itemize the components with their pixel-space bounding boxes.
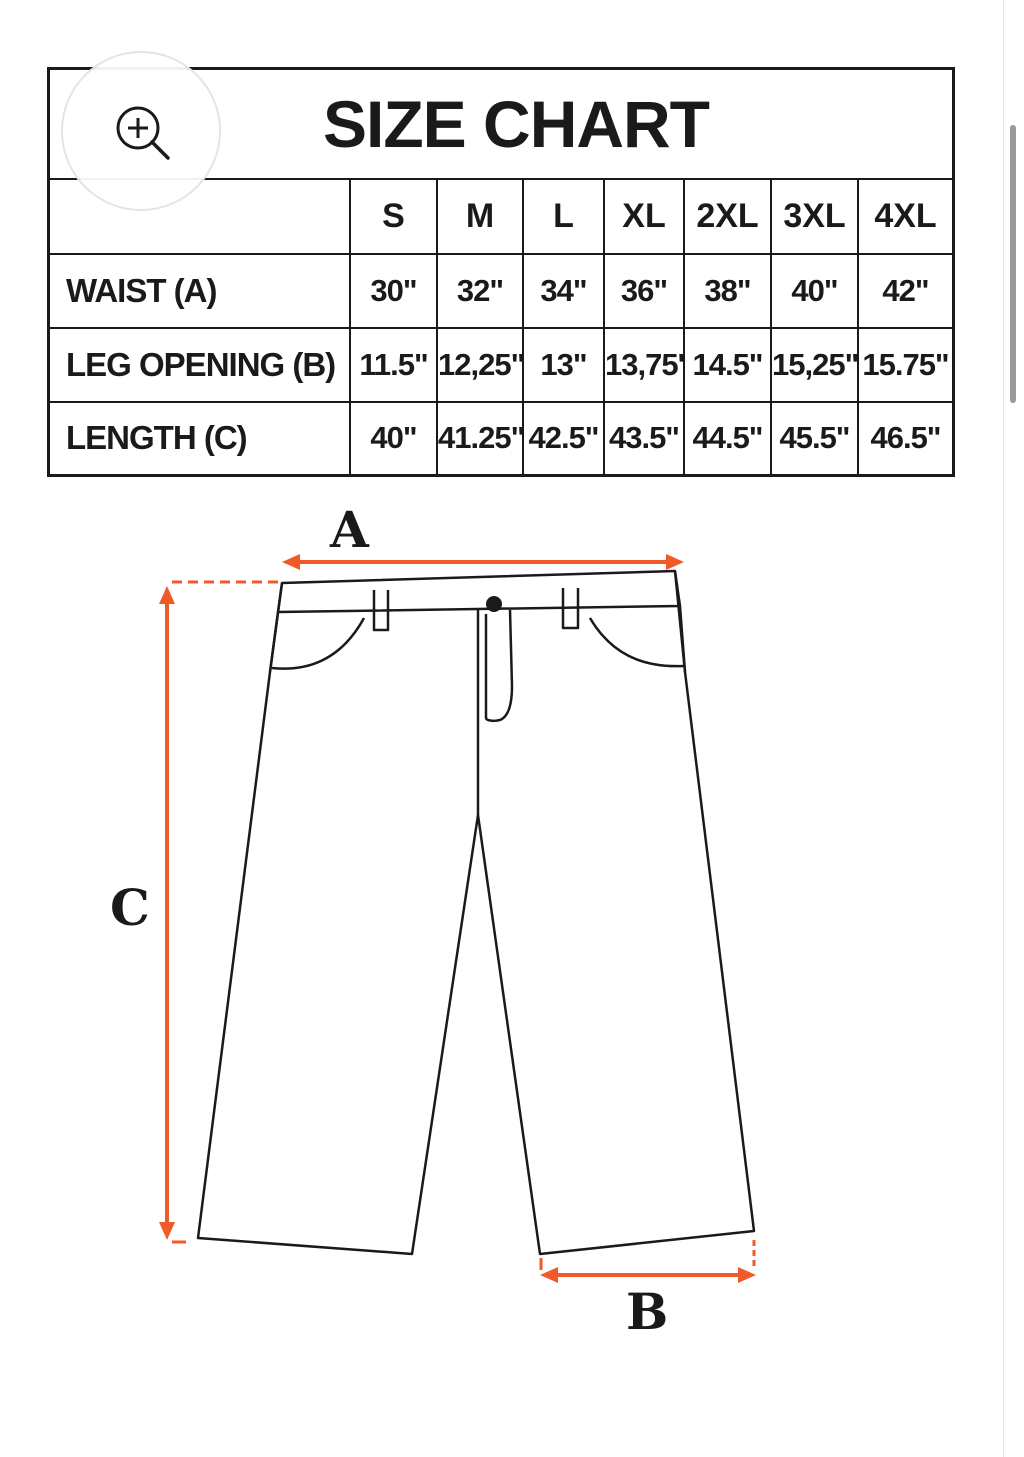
table-cell: 42" [857,252,952,329]
table-cell: 38" [683,252,772,329]
size-table: S M L XL 2XL 3XL 4XL WAIST (A) 30" 32" 3… [50,180,952,474]
table-cell: 42.5" [522,400,605,474]
row-label: LEG OPENING (B) [50,326,351,403]
table-cell: 12,25" [436,326,524,403]
table-cell: 30" [349,252,438,329]
table-cell: 14.5" [683,326,772,403]
table-cell: 40" [770,252,859,329]
page-edge [1003,0,1004,1457]
chart-title: SIZE CHART [50,70,952,180]
table-cell: 43.5" [603,400,685,474]
table-row: WAIST (A) 30" 32" 34" 36" 38" 40" 42" [50,252,952,329]
pants-outline [196,569,756,1256]
size-header: M [436,180,524,255]
table-cell: 46.5" [857,400,952,474]
zoom-in-icon [116,106,170,160]
size-header: 3XL [770,180,859,255]
table-cell: 11.5" [349,326,438,403]
row-label: LENGTH (C) [50,400,351,474]
row-label: WAIST (A) [50,252,351,329]
table-cell: 34" [522,252,605,329]
table-cell: 13,75' [603,326,685,403]
size-header: L [522,180,605,255]
dimension-label-a: A [330,500,369,559]
waist-measure-arrow [282,554,684,570]
size-header: S [349,180,438,255]
size-header: 4XL [857,180,952,255]
size-header: XL [603,180,685,255]
table-row: LENGTH (C) 40" 41.25" 42.5" 43.5" 44.5" … [50,400,952,474]
table-cell: 15.75" [857,326,952,403]
table-cell: 41.25" [436,400,524,474]
size-header: 2XL [683,180,772,255]
dimension-label-b: B [626,1282,669,1341]
table-row: LEG OPENING (B) 11.5" 12,25" 13" 13,75' … [50,326,952,403]
size-chart: SIZE CHART S M L XL 2XL 3XL 4XL WAIST (A… [47,67,955,477]
table-cell: 40" [349,400,438,474]
zoom-button[interactable] [63,53,219,209]
table-cell: 44.5" [683,400,772,474]
table-cell: 45.5" [770,400,859,474]
table-cell: 15,25" [770,326,859,403]
table-cell: 13" [522,326,605,403]
table-cell: 32" [436,252,524,329]
dimension-label-c: C [110,878,150,937]
pants-diagram [159,554,756,1283]
leg-opening-measure-arrow [539,1240,756,1283]
scrollbar-thumb[interactable] [1010,125,1016,403]
length-measure-arrow [159,580,280,1244]
table-cell: 36" [603,252,685,329]
